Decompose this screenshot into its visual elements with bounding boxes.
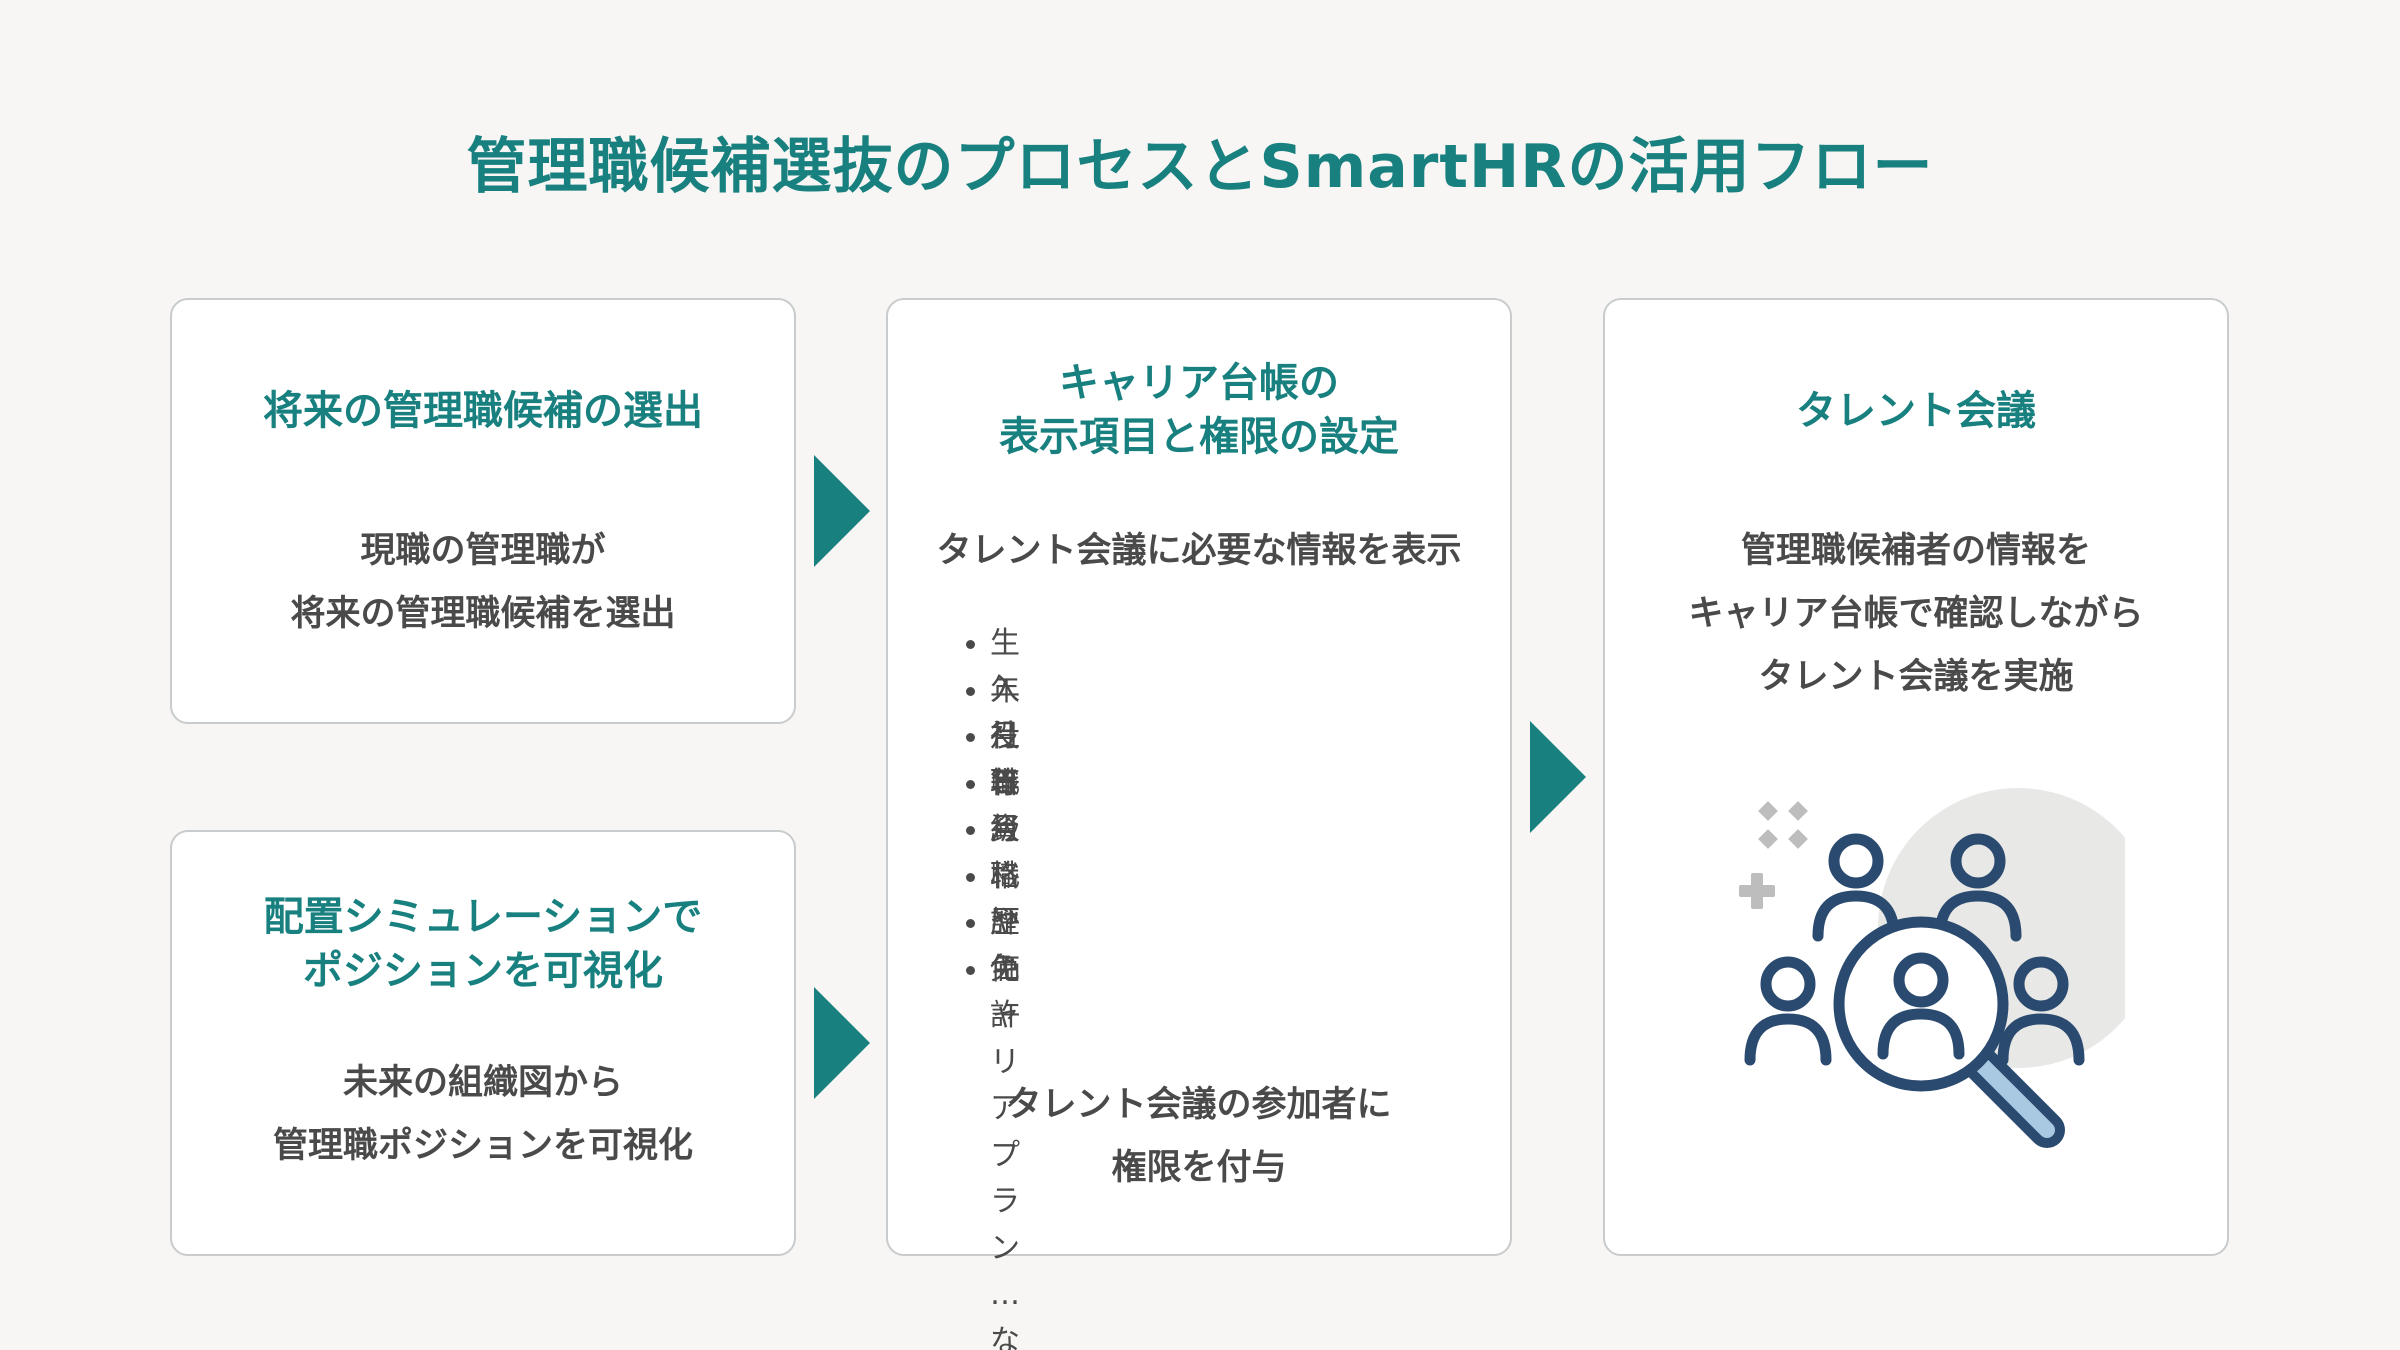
info-list-item: 入社年月 [962, 668, 1020, 847]
card-talent-meeting: タレント会議 管理職候補者の情報を キャリア台帳で確認しながら タレント会議を実… [1603, 298, 2229, 1256]
card-title: 将来の管理職候補の選出 [263, 388, 703, 434]
card-body-line: 現職の管理職が [360, 531, 606, 571]
card-footer-line: 権限を付与 [1111, 1148, 1287, 1188]
info-list-item: キャリアプラン … など [962, 947, 1020, 1350]
card-career-ledger-settings: キャリア台帳の 表示項目と権限の設定 タレント会議に必要な情報を表示 生年月日入… [886, 298, 1512, 1350]
card-footer: タレント会議の参加者に 権限を付与 [888, 1074, 1510, 1200]
card-body-line: タレント会議を実施 [1758, 657, 2074, 697]
info-list-item: 生年月日 [962, 621, 1020, 801]
card-title: キャリア台帳の 表示項目と権限の設定 [888, 356, 1510, 464]
card-body: 現職の管理職が 将来の管理職候補を選出 [172, 520, 794, 646]
card-title-line: 配置シミュレーションで [263, 894, 703, 940]
sparkle-icon [1758, 801, 1808, 849]
card-title-line: 表示項目と権限の設定 [999, 414, 1399, 460]
page-title: 管理職候補選抜のプロセスとSmartHRの活用フロー [466, 132, 1934, 202]
card-body-line: 将来の管理職候補を選出 [290, 594, 676, 634]
talent-search-icon [1739, 788, 2125, 1148]
card-position-simulation: 配置シミュレーションで ポジションを可視化 未来の組織図から 管理職ポジションを… [170, 830, 796, 1256]
card-title: 配置シミュレーションで ポジションを可視化 [172, 890, 794, 998]
info-list-item: 資格や免許 [962, 807, 1020, 1033]
card-body-line: 管理職ポジションを可視化 [272, 1126, 693, 1166]
info-list-item: 評価 [962, 900, 1020, 987]
card-body-line: 管理職候補者の情報を [1740, 531, 2091, 571]
flow-arrow-2 [814, 987, 870, 1099]
card-body: 未来の組織図から 管理職ポジションを可視化 [172, 1052, 794, 1178]
card-candidate-selection: 将来の管理職候補の選出 現職の管理職が 将来の管理職候補を選出 [170, 298, 796, 724]
card-subtitle: タレント会議に必要な情報を表示 [936, 531, 1462, 571]
info-list-item: 役職 [962, 714, 1020, 801]
card-body-line: 未来の組織図から [342, 1063, 623, 1103]
plus-icon [1739, 873, 1775, 909]
info-list-item: 等級 [962, 761, 1020, 847]
card-body: 管理職候補者の情報を キャリア台帳で確認しながら タレント会議を実施 [1605, 520, 2227, 709]
card-title-line: キャリア台帳の [1059, 360, 1339, 406]
card-title-line: ポジションを可視化 [303, 948, 663, 994]
card-body-line: キャリア台帳で確認しながら [1688, 594, 2144, 634]
flow-arrow-1 [814, 455, 870, 567]
flow-arrow-3 [1530, 721, 1586, 833]
card-footer-line: タレント会議の参加者に [1006, 1085, 1392, 1125]
info-list-item: 職歴 [962, 854, 1020, 940]
card-title: タレント会議 [1796, 388, 2036, 434]
